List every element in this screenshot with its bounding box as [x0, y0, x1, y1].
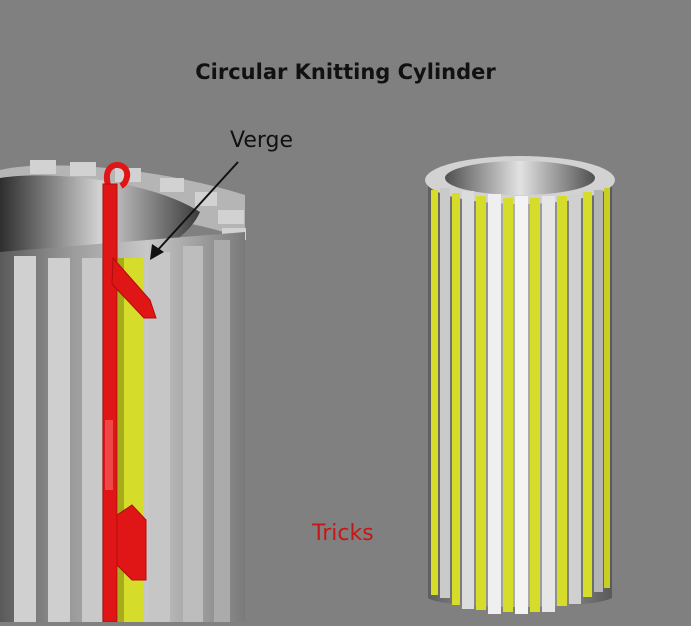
small-cylinder-tricks — [431, 188, 610, 614]
large-cylinder — [0, 160, 246, 623]
small-cylinder — [425, 156, 615, 614]
latch-needle — [102, 162, 157, 623]
small-cylinder-bore — [445, 161, 595, 195]
large-cylinder-teeth — [30, 160, 246, 240]
tricks-label: Tricks — [312, 521, 374, 546]
large-cylinder-ribs — [14, 240, 230, 622]
verge-label: Verge — [230, 128, 294, 153]
diagram-title: Circular Knitting Cylinder — [195, 60, 496, 84]
verge-arrow — [150, 161, 239, 260]
